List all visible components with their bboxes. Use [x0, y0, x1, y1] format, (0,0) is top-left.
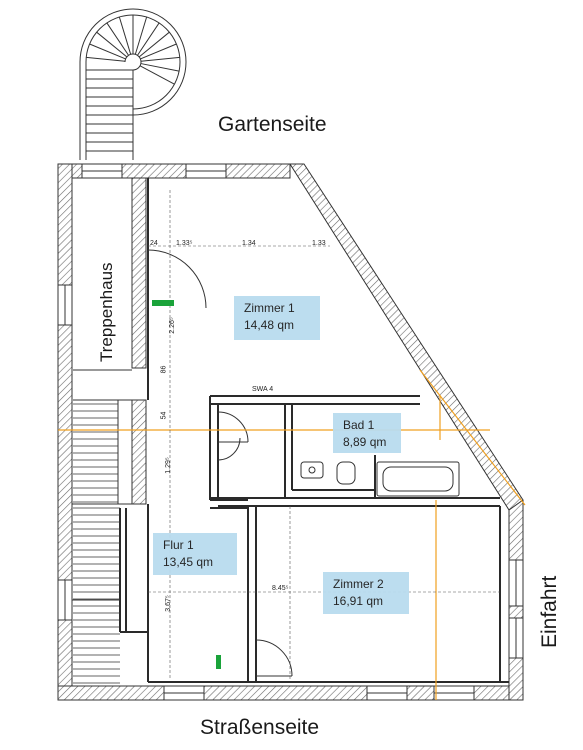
- spiral-step: [140, 56, 180, 62]
- room-label-bad-1: Bad 1 8,89 qm: [333, 413, 401, 453]
- room-name: Zimmer 1: [244, 301, 295, 315]
- garden-side-label: Gartenseite: [218, 113, 327, 136]
- inner-walls: [119, 178, 509, 683]
- spiral-step: [106, 22, 129, 56]
- dimension-label: 2.26⁵: [168, 317, 176, 334]
- dimension-label: 8.45⁵: [272, 585, 289, 592]
- dimension-label: 3.67⁵: [164, 595, 172, 612]
- spiral-step: [140, 63, 180, 72]
- bathroom-fixtures: [300, 461, 460, 497]
- green-markers: [152, 300, 221, 669]
- spiral-step: [138, 31, 170, 58]
- spiral-step: [137, 22, 160, 56]
- dimension-label: 1.33⁵: [176, 240, 193, 247]
- spiral-staircase: [79, 8, 187, 162]
- doors: [147, 249, 293, 677]
- spiral-step: [118, 16, 132, 55]
- spiral-step: [86, 56, 126, 62]
- room-label-zimmer-2: Zimmer 2 16,91 qm: [323, 572, 409, 614]
- room-name: Flur 1: [163, 538, 194, 552]
- room-name: Zimmer 2: [333, 577, 384, 591]
- spiral-step: [96, 31, 128, 58]
- spiral-step: [139, 65, 175, 85]
- dimension-label: 1.29⁵: [164, 457, 172, 474]
- room-label-flur-1: Flur 1 13,45 qm: [153, 533, 237, 575]
- dimension-label: 1.34: [242, 240, 256, 247]
- spiral-step: [134, 16, 148, 55]
- dimension-label: 54: [160, 411, 168, 420]
- windows: [57, 163, 524, 701]
- room-label-zimmer-1: Zimmer 1 14,48 qm: [234, 296, 320, 340]
- stair-steps: [73, 403, 120, 684]
- dimension-label: SWA 4: [252, 386, 274, 393]
- spiral-step: [89, 43, 126, 60]
- stairwell-label: Treppenhaus: [97, 262, 116, 362]
- driveway-label: Einfahrt: [538, 575, 561, 648]
- outer-walls: [57, 163, 524, 701]
- stair-rail: [72, 369, 132, 601]
- room-area: 16,91 qm: [333, 594, 384, 608]
- room-area: 14,48 qm: [244, 318, 295, 332]
- street-side-label: Straßenseite: [200, 716, 320, 739]
- spiral-step: [140, 43, 177, 60]
- dimension-label: 86: [160, 365, 168, 374]
- dimension-label: 24: [150, 240, 158, 247]
- room-area: 13,45 qm: [163, 555, 214, 569]
- room-name: Bad 1: [343, 418, 375, 432]
- room-area: 8,89 qm: [343, 435, 387, 449]
- axis-lines: [58, 369, 526, 700]
- dimension-label: 1.33: [312, 240, 326, 247]
